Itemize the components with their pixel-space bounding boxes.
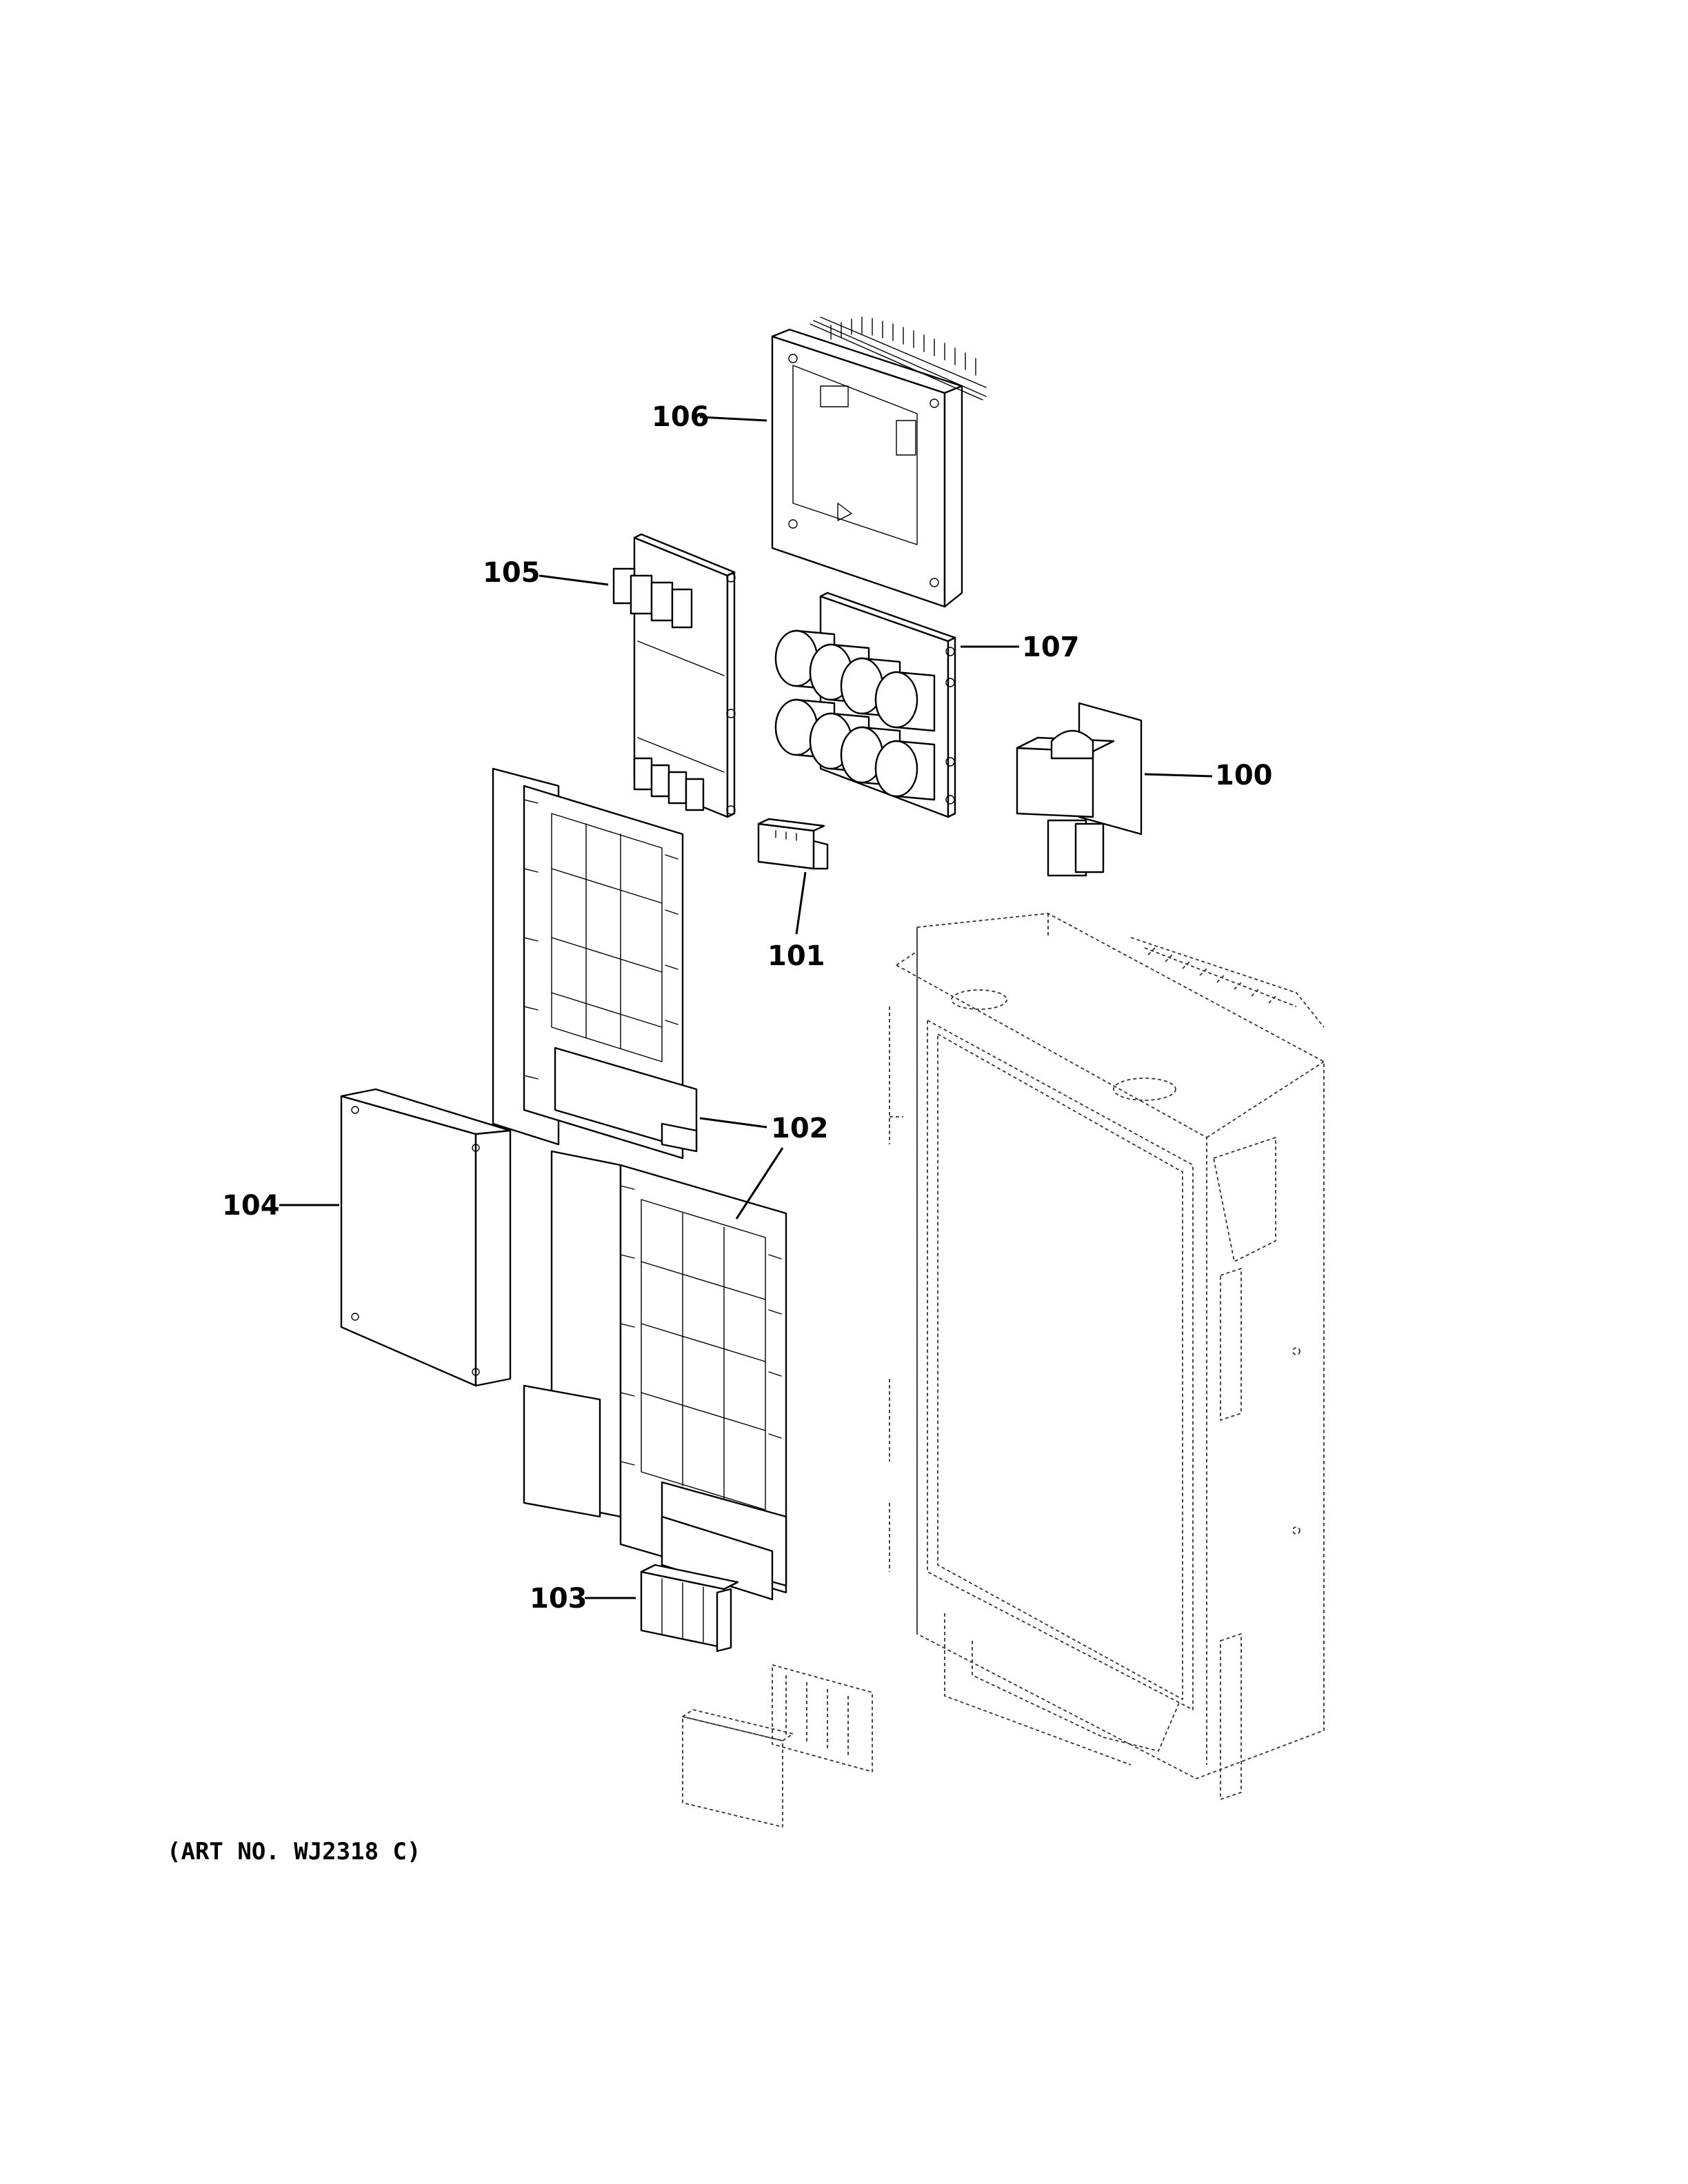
callout-105: 105	[483, 557, 541, 589]
part-102-lower-frame	[523, 1150, 787, 1601]
callout-106: 106	[652, 401, 710, 433]
part-105-control-board	[612, 533, 736, 818]
callout-100: 100	[1215, 760, 1273, 791]
leader-101	[795, 871, 807, 935]
part-101-bracket	[757, 818, 829, 870]
leader-102a	[699, 1117, 767, 1129]
part-104-box-cover	[340, 1088, 512, 1387]
part-103-terminal-block	[640, 1564, 739, 1652]
small-cover-unlabeled	[682, 1709, 794, 1828]
small-board-unlabeled	[772, 1664, 873, 1772]
part-106-heat-sink	[771, 316, 987, 608]
callout-101: 101	[767, 940, 825, 972]
leader-102b	[735, 1147, 784, 1220]
leader-lines	[279, 416, 1213, 1599]
art-number-caption: (ART NO. WJ2318 C)	[167, 1838, 421, 1866]
part-102-upper-frame	[492, 767, 698, 1160]
part-100-transformer	[1016, 702, 1143, 877]
callout-103: 103	[530, 1583, 587, 1615]
callout-102: 102	[771, 1113, 829, 1144]
capacitor-cylinders	[774, 629, 936, 801]
callout-107: 107	[1022, 631, 1080, 663]
callout-labels: 106 105 107 100 101 102 104 103	[222, 401, 1273, 1615]
leader-106	[699, 416, 767, 422]
appliance-housing-reference	[889, 913, 1325, 1800]
leader-100	[1144, 773, 1213, 778]
callout-104: 104	[222, 1190, 280, 1222]
leader-105	[539, 574, 609, 586]
part-107-capacitor-board	[774, 592, 956, 818]
